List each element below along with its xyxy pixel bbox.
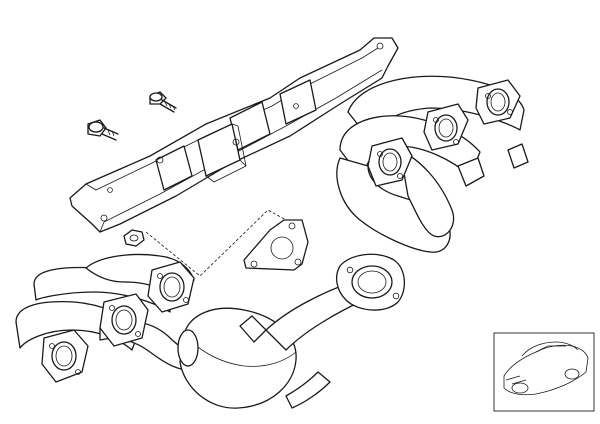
heat-shield[interactable] — [69, 37, 399, 233]
front-exhaust-manifold-with-catalyst[interactable] — [15, 253, 405, 409]
bolt-lower[interactable] — [87, 119, 119, 141]
gasket[interactable] — [243, 219, 309, 271]
rear-exhaust-manifold[interactable] — [336, 75, 529, 253]
vehicle-thumbnail — [493, 332, 595, 412]
bolt-upper[interactable] — [149, 91, 177, 113]
nut[interactable] — [123, 229, 145, 247]
